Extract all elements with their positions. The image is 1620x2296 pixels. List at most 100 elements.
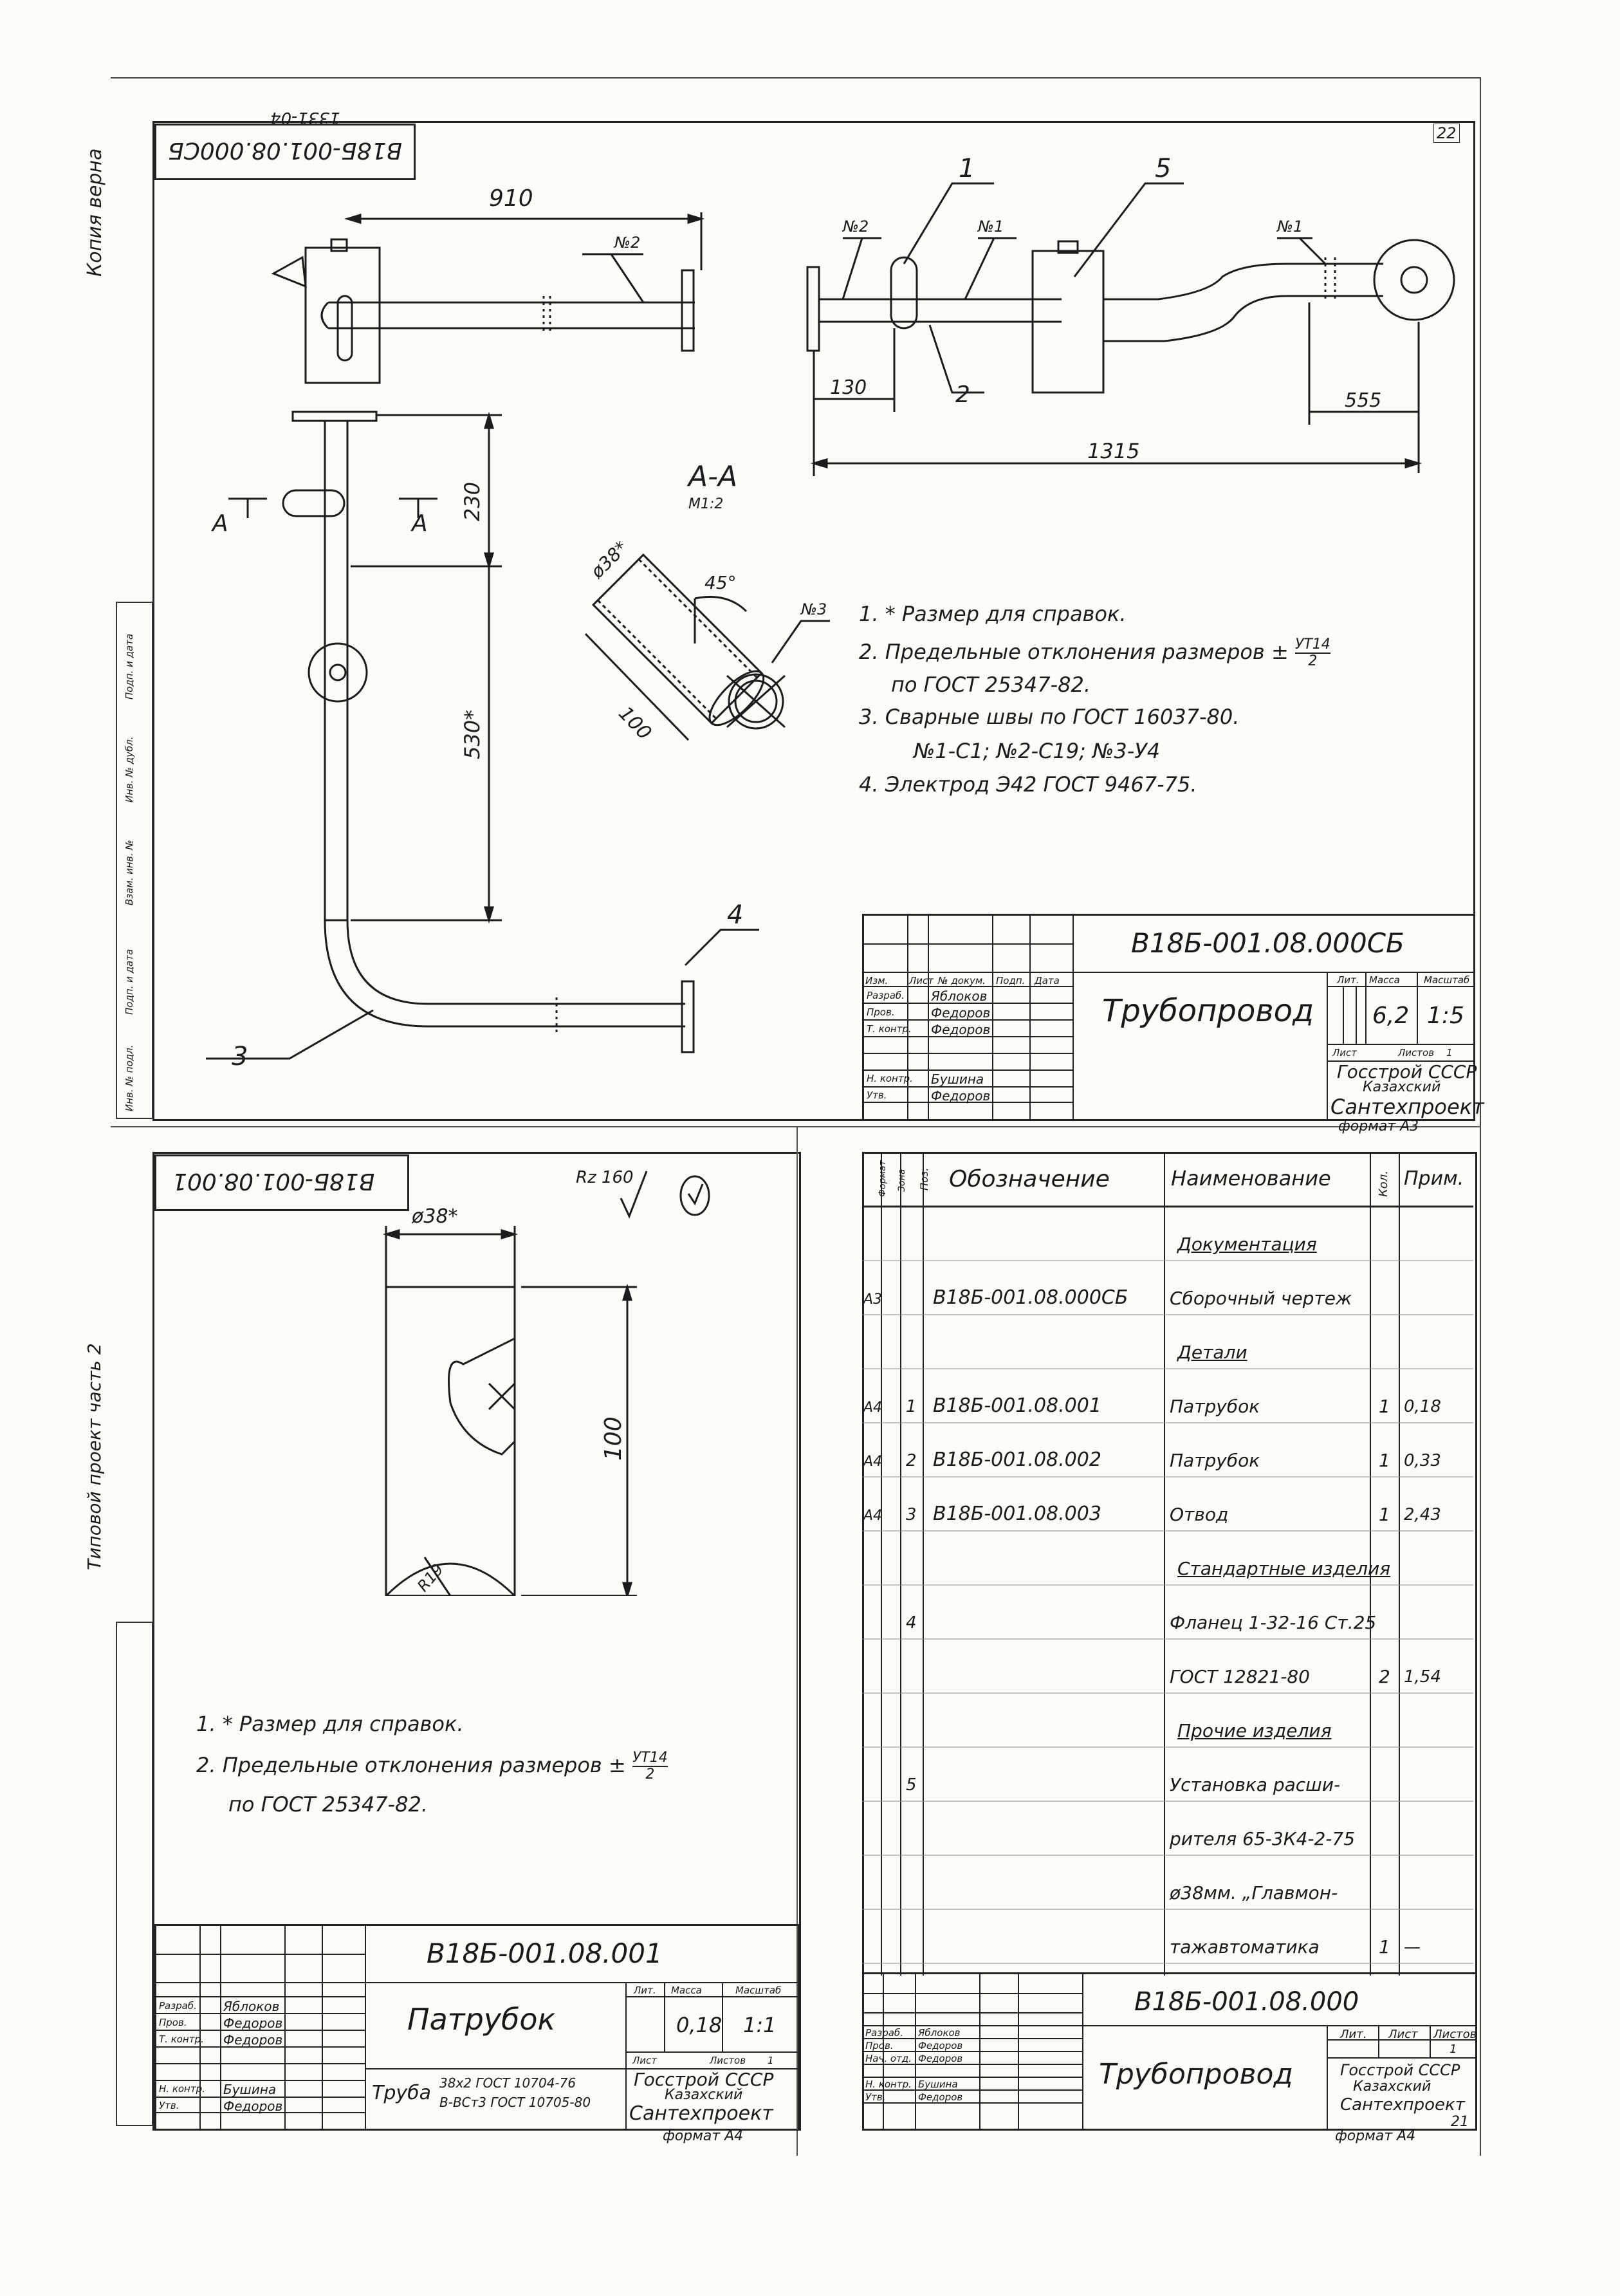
weld-1-mid: №1 xyxy=(977,218,1004,236)
spec-cell-pos: 1 xyxy=(906,1397,917,1416)
flange-top-right xyxy=(806,266,820,352)
dim-555: 555 xyxy=(1345,389,1381,412)
spec-page: 21 xyxy=(1451,2114,1469,2130)
left-tb-role-6: Утв. xyxy=(159,2100,179,2111)
spec-cell-name: Фланец 1-32-16 Ст.25 xyxy=(1170,1612,1377,1633)
left-tb-org2: Казахский xyxy=(665,2087,743,2103)
spec-cell-note: 0,33 xyxy=(1404,1451,1441,1470)
left-tb-mass: 0,18 xyxy=(676,2013,723,2037)
left-note-2: 2. Предельные отклонения размеров ± УТ14… xyxy=(196,1750,668,1782)
top-tb-name-1: Яблоков xyxy=(931,988,988,1004)
left-tb-org3: Сантехпроект xyxy=(629,2102,773,2125)
leader-5: 5 xyxy=(1155,154,1171,183)
left-tb-scale-label: Масштаб xyxy=(735,1985,782,1996)
spec-tb-org2: Казахский xyxy=(1353,2078,1431,2095)
top-tb-name: Трубопровод xyxy=(1102,993,1314,1029)
spec-tb-sheets-label: Листов xyxy=(1433,2028,1477,2041)
left-tb-sheets: 1 xyxy=(768,2055,774,2066)
spec-cell-designation: В18Б-001.08.003 xyxy=(933,1503,1101,1525)
top-tb-designation: В18Б-001.08.000СБ xyxy=(1131,927,1404,959)
left-tb-role-5: Н. контр. xyxy=(159,2083,205,2095)
spec-cell-name: Отвод xyxy=(1170,1504,1229,1525)
left-tb-scale: 1:1 xyxy=(743,2013,777,2037)
top-note-4: 4. Электрод Э42 ГОСТ 9467-75. xyxy=(859,772,1197,797)
left-tb-name-1: Яблоков xyxy=(223,1999,280,2014)
top-tb-sheets-label: Листов xyxy=(1398,1047,1435,1059)
spec-tb-sheets: 1 xyxy=(1450,2042,1457,2056)
left-note-2-text: 2. Предельные отклонения размеров ± xyxy=(196,1753,626,1777)
top-tb-mass-label: Масса xyxy=(1369,974,1400,986)
spec-cell-qty: 1 xyxy=(1379,1450,1390,1471)
flange-vertical-top xyxy=(291,411,378,422)
spec-cell-qty: 1 xyxy=(1379,1936,1390,1958)
section-label: А-А xyxy=(686,460,737,493)
spec-cell-name: Стандартные изделия xyxy=(1177,1558,1391,1579)
spec-h-note: Прим. xyxy=(1404,1167,1464,1190)
spec-h-pos: Поз. xyxy=(918,1167,930,1190)
spec-cell-qty: 1 xyxy=(1379,1396,1390,1417)
spec-h-format: Формат xyxy=(878,1160,888,1197)
left-tb-name-5: Бушина xyxy=(223,2082,277,2097)
left-tb-material-prefix: Труба xyxy=(372,2082,432,2104)
top-note-2-text: 2. Предельные отклонения размеров ± xyxy=(859,640,1289,664)
dim-100-section: 100 xyxy=(614,702,656,745)
left-format: формат А4 xyxy=(663,2128,744,2144)
top-tb-role-6: Утв. xyxy=(867,1089,887,1101)
top-tb-name-3: Федоров xyxy=(931,1022,991,1037)
top-tb-col-sign: Подп. xyxy=(996,975,1026,986)
roughness-label: Rz 160 xyxy=(576,1168,634,1187)
spec-h-name: Наименование xyxy=(1171,1166,1331,1190)
top-tb-name-6: Федоров xyxy=(931,1088,991,1104)
spec-tb-role-4: Н. контр. xyxy=(865,2078,912,2090)
spec-h-qty: Кол. xyxy=(1377,1170,1390,1197)
dim-130: 130 xyxy=(830,376,867,399)
spec-tb-org3: Сантехпроект xyxy=(1340,2095,1465,2115)
weld-2-right: №2 xyxy=(842,218,869,236)
weld-3: №3 xyxy=(800,600,827,618)
left-tb-role-3: Т. контр. xyxy=(159,2033,204,2045)
spec-tb-lit-label: Лит. xyxy=(1340,2028,1367,2041)
dim-530: 530* xyxy=(460,710,484,759)
top-tb-col-izm: Изм. xyxy=(865,975,888,986)
dim-910: 910 xyxy=(489,185,533,212)
spec-cell-name: ГОСТ 12821-80 xyxy=(1170,1666,1310,1687)
left-frac-num: УТ14 xyxy=(632,1750,668,1767)
top-note-2: 2. Предельные отклонения размеров ± УТ14… xyxy=(859,637,1330,669)
top-tb-name-2: Федоров xyxy=(931,1005,991,1021)
top-tb-role-2: Пров. xyxy=(867,1006,895,1018)
spec-tb-name-1: Яблоков xyxy=(918,2027,961,2039)
top-tb-sheets: 1 xyxy=(1446,1047,1453,1059)
top-sheet-outer-right xyxy=(1480,77,1481,2156)
top-tb-org1: Госстрой СССР xyxy=(1337,1061,1477,1082)
spec-cell-pos: 5 xyxy=(906,1775,917,1795)
spec-cell-qty: 1 xyxy=(1379,1504,1390,1525)
spec-tb-designation: В18Б-001.08.000 xyxy=(1134,1987,1359,2017)
top-note-3b: №1-С1; №2-С19; №3-У4 xyxy=(914,739,1161,763)
dim-1315: 1315 xyxy=(1087,439,1139,463)
spec-cell-name: Документация xyxy=(1177,1234,1317,1255)
spec-cell-name: Патрубок xyxy=(1170,1450,1260,1471)
spec-h-designation: Обозначение xyxy=(949,1166,1110,1192)
leader-4: 4 xyxy=(727,900,743,930)
nozzle-pos1 xyxy=(890,256,918,329)
left-stamp-doc-box: В18Б-001.08.001 xyxy=(154,1154,409,1211)
spec-tb-org1: Госстрой СССР xyxy=(1340,2061,1460,2079)
spec-tb-name-2: Федоров xyxy=(918,2040,963,2051)
top-frac-den: 2 xyxy=(1308,653,1318,669)
top-tb-col-date: Дата xyxy=(1035,975,1060,986)
spec-tb-name: Трубопровод xyxy=(1099,2058,1293,2091)
h-divider xyxy=(111,1126,1481,1127)
top-note-3: 3. Сварные швы по ГОСТ 16037-80. xyxy=(859,705,1240,729)
top-tb-role-5: Н. контр. xyxy=(867,1073,913,1084)
top-tb-lit-label: Лит. xyxy=(1337,974,1359,986)
left-tb-material-2: В-ВСт3 ГОСТ 10705-80 xyxy=(439,2095,591,2110)
spec-cell-note: 1,54 xyxy=(1404,1667,1441,1687)
part-drawing: ø38* 100 R19 xyxy=(382,1171,710,1596)
flange-bottom-left xyxy=(681,980,695,1053)
left-tb-lit-label: Лит. xyxy=(634,1985,656,1996)
left-tb-designation: В18Б-001.08.001 xyxy=(427,1938,663,1969)
left-side-strip xyxy=(116,1622,153,2126)
top-tb-org3: Сантехпроект xyxy=(1330,1095,1484,1119)
spec-tb-role-3: Нач. отд. xyxy=(865,2053,912,2064)
top-drawing: 910 130 1315 555 230 530* 100 ø38* 45° 1… xyxy=(206,154,1455,1071)
